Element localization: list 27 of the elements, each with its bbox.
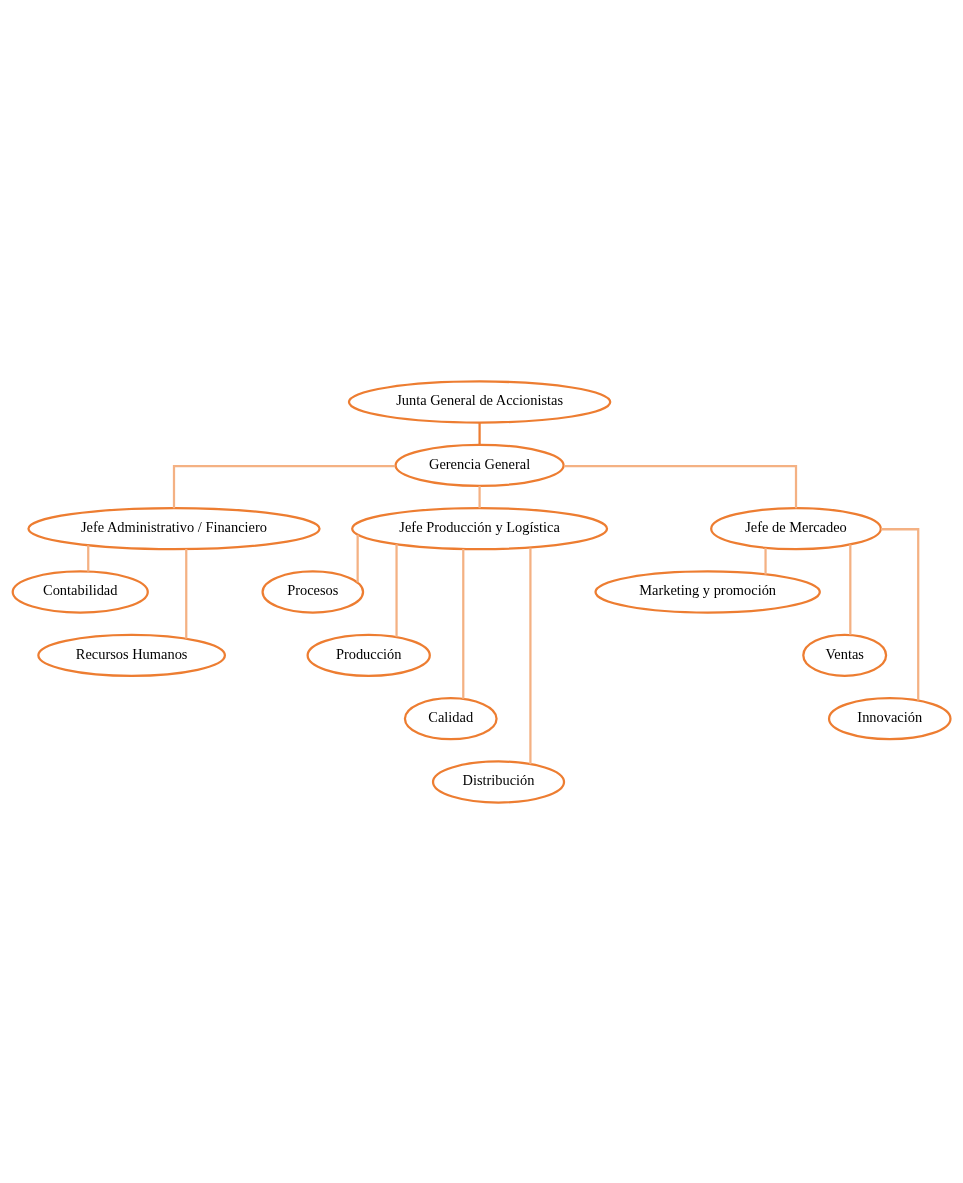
- node-ellipse: Jefe Producción y Logística: [351, 506, 609, 550]
- node-ellipse: Calidad: [403, 696, 498, 740]
- connector: [880, 527, 920, 700]
- connector: [478, 422, 481, 445]
- node-ellipse: Innovación: [827, 696, 952, 740]
- connector: [529, 547, 532, 764]
- node-ellipse: Jefe de Mercadeo: [710, 506, 882, 550]
- connector: [764, 547, 767, 574]
- node-ellipse: Gerencia General: [394, 443, 565, 487]
- connector: [462, 548, 465, 699]
- node-ellipse: Recursos Humanos: [37, 633, 227, 677]
- connector: [478, 485, 481, 508]
- node-ellipse: Procesos: [261, 569, 365, 614]
- node-ellipse: Junta General de Accionistas: [347, 379, 612, 424]
- connector: [849, 543, 852, 635]
- node-ellipse: Producción: [306, 633, 431, 677]
- connector: [395, 543, 398, 637]
- node-ellipse: Contabilidad: [11, 569, 149, 614]
- node-ellipse: Jefe Administrativo / Financiero: [27, 506, 321, 550]
- node-ellipse: Ventas: [802, 633, 888, 677]
- node-ellipse: Distribución: [431, 759, 566, 804]
- connector: [87, 544, 90, 572]
- connector: [185, 548, 188, 639]
- connector: [172, 464, 396, 508]
- connector: [563, 464, 798, 508]
- node-ellipse: Marketing y promoción: [594, 569, 821, 614]
- connector: [356, 534, 359, 582]
